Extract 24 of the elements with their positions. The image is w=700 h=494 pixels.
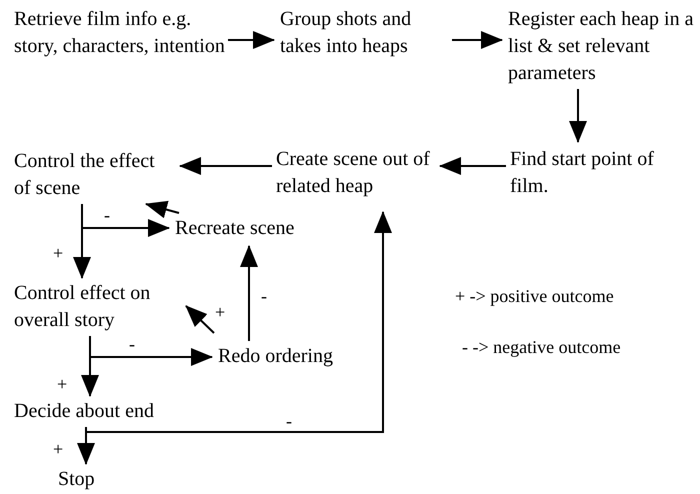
- arrow: [85, 211, 392, 433]
- step-text: Find start point of film.: [510, 146, 660, 200]
- arrow: [179, 157, 272, 175]
- arrow: [439, 157, 506, 175]
- arrow: [569, 89, 587, 143]
- arrow: [73, 204, 91, 279]
- step-text: Retrieve film info e.g. story, characters, intention: [14, 6, 226, 60]
- arrow: [81, 336, 99, 397]
- step-text: Redo ordering: [218, 343, 333, 370]
- step-text: Group shots and takes into heaps: [280, 6, 450, 60]
- legend-note: + -> positive outcome: [455, 285, 614, 307]
- step-text: Stop: [58, 466, 95, 493]
- step-text: Register each heap in a list & set relevant parameters: [508, 6, 698, 87]
- arrow: [185, 305, 215, 334]
- step-text: Decide about end: [14, 398, 154, 425]
- arrow: [452, 31, 503, 49]
- arrow: [228, 31, 275, 49]
- legend-note: - -> negative outcome: [462, 336, 621, 358]
- arrow: [240, 245, 258, 341]
- step-text: Control effect on overall story: [14, 280, 194, 334]
- step-text: Create scene out of related heap: [276, 146, 436, 200]
- step-text: Recreate scene: [175, 215, 294, 242]
- step-text: Control the effect of scene: [14, 148, 174, 202]
- arrow: [145, 200, 180, 218]
